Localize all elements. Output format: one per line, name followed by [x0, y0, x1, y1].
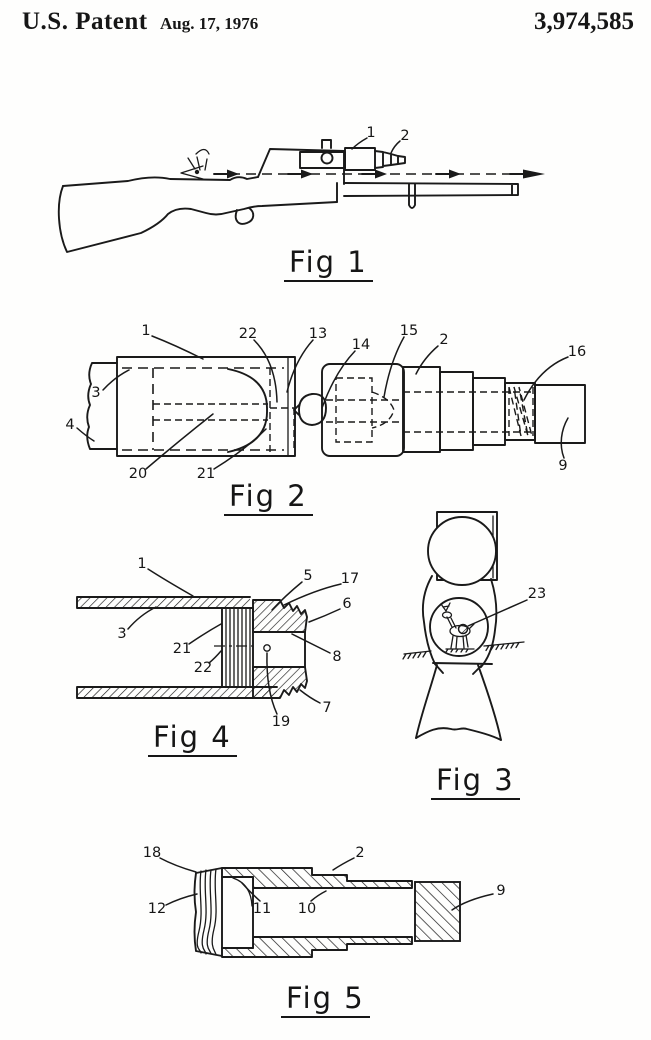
ref-label-10: 10 — [298, 901, 316, 917]
scope-mount-post — [321, 139, 332, 149]
figure-1-ref-labels: 1 2 — [351, 125, 410, 154]
ref-label-1: 1 — [141, 323, 150, 339]
knurled-insert — [214, 607, 254, 688]
ref-label-18: 18 — [143, 845, 161, 861]
ref-label-14: 14 — [352, 337, 370, 353]
ref-label-19: 19 — [272, 714, 290, 730]
figure-4-drawing: 1 3 21 22 5 17 6 8 7 19 — [76, 556, 359, 730]
ref-label-1: 1 — [137, 556, 146, 572]
ref-label-3: 3 — [91, 385, 100, 401]
patent-header-number: 3,974,585 — [534, 8, 634, 35]
patent-header-date: Aug. 17, 1976 — [160, 14, 259, 33]
ref-label-3: 3 — [117, 626, 126, 642]
figure-5-caption: Fig 5 — [281, 982, 370, 1018]
ref-label-2: 2 — [400, 128, 409, 144]
ref-label-21: 21 — [173, 641, 191, 657]
figure-1-caption: Fig 1 — [284, 246, 373, 282]
ref-label-22: 22 — [194, 660, 212, 676]
figure-5-drawing: 18 12 2 11 10 9 — [143, 845, 506, 958]
ref-label-15: 15 — [400, 323, 418, 339]
figure-2-caption: Fig 2 — [224, 480, 313, 516]
sight-line — [213, 169, 545, 179]
tube-top-wall — [77, 597, 250, 608]
trigger-guard — [234, 207, 255, 225]
ground-lines — [402, 641, 525, 660]
adapter-bottom-wall — [222, 937, 412, 957]
ref-label-9: 9 — [558, 458, 567, 474]
ref-label-5: 5 — [303, 568, 312, 584]
ref-label-21: 21 — [197, 466, 215, 482]
figure-2-drawing: 1 22 13 14 15 2 16 3 4 20 21 9 — [65, 323, 586, 482]
threaded-plug — [252, 599, 308, 699]
ref-label-16: 16 — [568, 344, 586, 360]
stepped-body — [402, 366, 536, 453]
barrel-block — [414, 881, 461, 942]
figure-1-drawing: 1 2 — [57, 125, 545, 253]
figure-3-ref-labels: 23 — [467, 586, 546, 627]
ref-label-1: 1 — [366, 125, 375, 141]
barrel-band — [408, 183, 416, 209]
eye-icon — [180, 148, 210, 180]
figure-4-ref-labels: 1 3 21 22 5 17 6 8 7 19 — [117, 556, 359, 730]
silencer-cone — [374, 150, 406, 169]
scope-body — [344, 147, 376, 171]
ref-label-11: 11 — [253, 901, 271, 917]
ref-label-23: 23 — [528, 586, 546, 602]
casing-hidden-lines — [122, 367, 295, 453]
adapter-top-wall — [222, 868, 412, 888]
ref-label-4: 4 — [65, 417, 74, 433]
insert-block — [221, 876, 254, 949]
tube-bottom-wall — [77, 687, 277, 698]
rifle-outline — [57, 148, 519, 253]
ref-label-2: 2 — [439, 332, 448, 348]
barrel-stub — [86, 362, 118, 450]
coupling-sleeve — [321, 363, 405, 457]
rifle-stock-top — [62, 176, 259, 187]
patent-header-title: U.S. Patent — [22, 8, 148, 35]
ref-label-17: 17 — [341, 571, 359, 587]
ref-label-7: 7 — [322, 700, 331, 716]
thread-collar — [193, 867, 223, 957]
rifle-butt — [57, 185, 338, 253]
figure-2-ref-labels: 1 22 13 14 15 2 16 3 4 20 21 9 — [65, 323, 586, 482]
scope-rear-lens — [427, 516, 497, 586]
ref-label-12: 12 — [148, 901, 166, 917]
ref-label-8: 8 — [332, 649, 341, 665]
figure-5-ref-labels: 18 12 2 11 10 9 — [143, 845, 506, 917]
ref-label-22: 22 — [239, 326, 257, 342]
projectile — [293, 393, 327, 426]
scope-assembly — [299, 139, 406, 171]
figure-4-caption: Fig 4 — [148, 721, 237, 757]
outer-casing — [116, 356, 296, 457]
scope-knob — [320, 151, 334, 165]
target-skirt — [415, 664, 502, 741]
ref-label-9: 9 — [496, 883, 505, 899]
figure-3-drawing: 23 — [402, 511, 546, 741]
sleeve-hidden-lines — [326, 377, 403, 443]
barrel — [343, 182, 519, 197]
figure-3-caption: Fig 3 — [431, 764, 520, 800]
aim-point — [457, 623, 469, 635]
vent-hole — [263, 644, 271, 652]
muzzle-extension — [534, 384, 586, 444]
target-body — [421, 575, 498, 668]
ref-label-13: 13 — [309, 326, 327, 342]
ref-label-6: 6 — [342, 596, 351, 612]
deer-in-sight — [440, 602, 475, 653]
spring — [508, 386, 534, 437]
ref-label-20: 20 — [129, 466, 147, 482]
ref-label-2: 2 — [355, 845, 364, 861]
